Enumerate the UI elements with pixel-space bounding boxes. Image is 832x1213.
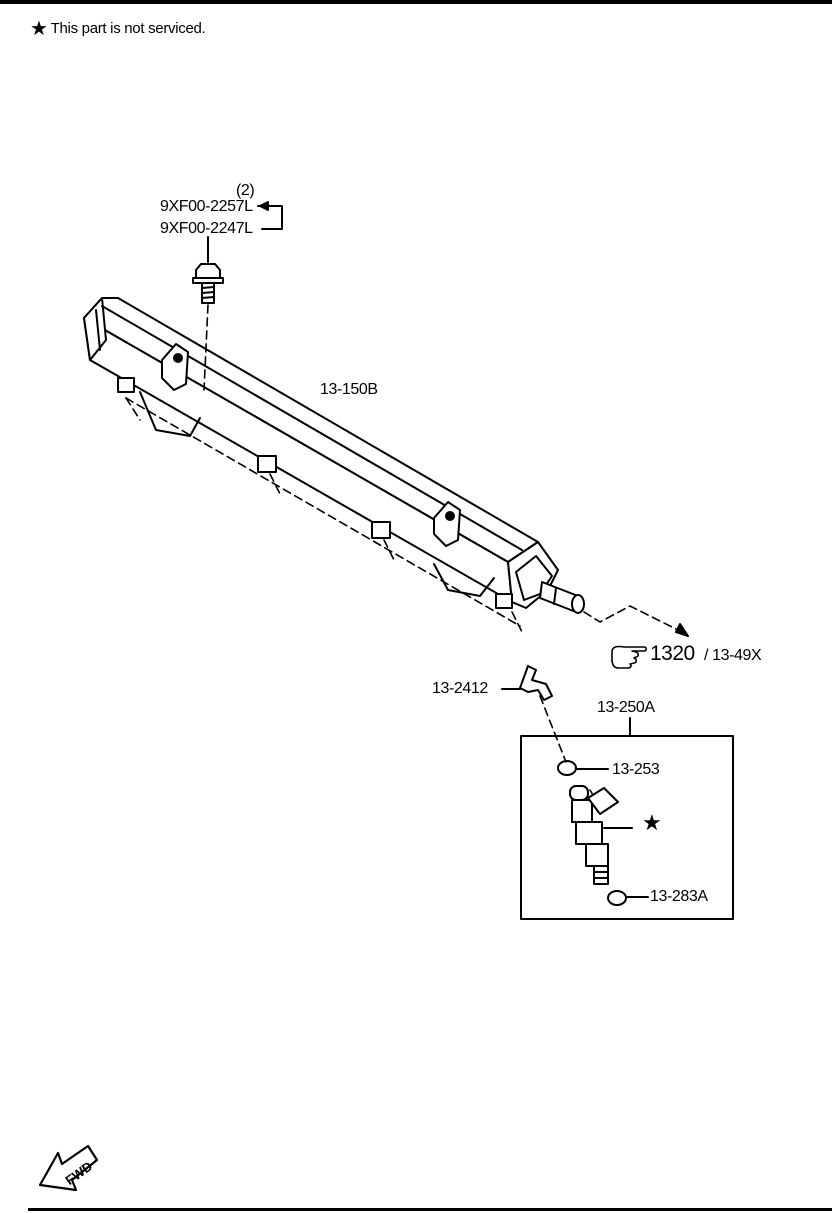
bolt-part-label-a: 9XF00-2257L: [160, 198, 253, 215]
bottom-border: [28, 1208, 832, 1211]
fuel-rail-label: 13-150B: [320, 381, 378, 398]
star-icon: ★: [30, 18, 48, 40]
injector-assy-label: 13-250A: [597, 699, 655, 716]
fuel-rail: [83, 297, 585, 614]
injector-assy-box: [520, 735, 734, 920]
bolt: [192, 263, 224, 304]
fwd-arrow-icon: [38, 1144, 99, 1192]
bolt-callout-bracket: [207, 201, 283, 263]
clip-label: 13-2412: [432, 680, 488, 697]
lower-o-ring: [607, 890, 627, 906]
legend-note-text: This part is not serviced.: [50, 20, 206, 37]
upper-o-ring-label: 13-253: [612, 761, 660, 778]
reference-figure-label: 1320: [650, 642, 695, 665]
top-border: [0, 0, 832, 4]
reference-sub-label: / 13-49X: [704, 647, 762, 664]
not-serviced-star-icon: ★: [642, 810, 662, 835]
bolt-part-label-b: 9XF00-2247L: [160, 220, 253, 237]
fuel-injector: [569, 785, 633, 885]
lower-o-ring-label: 13-283A: [650, 888, 708, 905]
clip: [501, 665, 553, 701]
alignment-lines: [125, 304, 683, 801]
bolt-quantity-label: (2): [236, 182, 255, 199]
upper-o-ring: [557, 760, 577, 776]
legend-note: ★This part is not serviced.: [30, 16, 206, 41]
pointing-hand-icon: [611, 645, 648, 669]
